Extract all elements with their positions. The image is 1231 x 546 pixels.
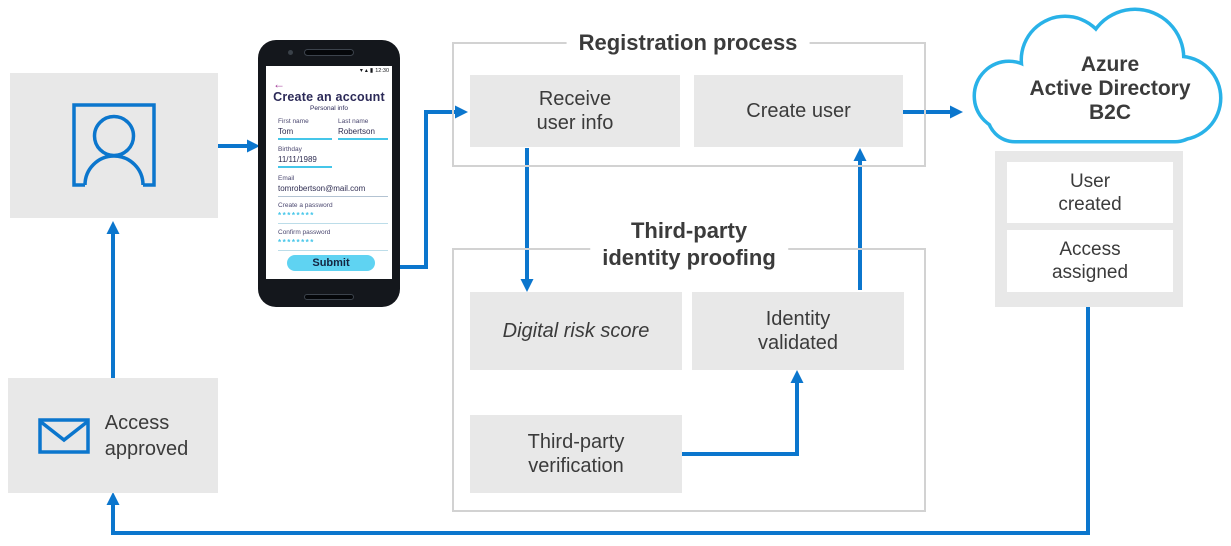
field-label: Last name (338, 118, 369, 125)
field-value: 11/11/1989 (278, 155, 317, 164)
battery-icon: ▮ (369, 68, 374, 74)
field-underline (278, 166, 332, 168)
field-value-masked: ******** (278, 211, 315, 220)
speaker-slot (304, 49, 354, 56)
user-created-box: User created (1007, 162, 1173, 223)
camera-dot-icon (288, 50, 293, 55)
person-icon (72, 102, 156, 187)
create-user-box: Create user (694, 75, 903, 147)
field-underline (278, 223, 388, 224)
status-bar: ▾▴▮12:30 (360, 67, 389, 75)
envelope-icon (38, 417, 90, 454)
access-approved-box: Access approved (8, 378, 218, 493)
signal-icon: ▴ (364, 68, 368, 74)
user-actor-box (10, 73, 218, 218)
digital-risk-score-box: Digital risk score (470, 292, 682, 370)
azure-cloud-label: Azure Active Directory B2C (1029, 53, 1191, 124)
create-password-field[interactable]: Create a password ******** (278, 202, 388, 224)
access-approved-label: Access approved (104, 411, 189, 460)
azure-cloud-icon (965, 6, 1227, 150)
field-label: Confirm password (278, 229, 331, 236)
phone-mockup: ▾▴▮12:30 ← Create an account Personal in… (258, 40, 400, 307)
arrow-submit-to-receive (375, 105, 468, 269)
last-name-field[interactable]: Last name Robertson (338, 118, 388, 140)
field-label: Email (278, 175, 295, 182)
field-value-masked: ******** (278, 238, 315, 247)
field-underline (278, 250, 388, 251)
submit-button[interactable]: Submit (287, 255, 375, 271)
back-arrow-icon[interactable]: ← (273, 77, 285, 91)
arrow-assigned-to-approved (106, 292, 1090, 535)
access-assigned-box: Access assigned (1007, 230, 1173, 292)
registration-process-title: Registration process (566, 29, 810, 56)
birthday-field[interactable]: Birthday 11/11/1989 (278, 146, 332, 168)
identity-validated-box: Identity validated (692, 292, 904, 370)
field-label: First name (278, 118, 309, 125)
account-form-subtitle: Personal info (310, 105, 348, 112)
third-party-title: Third-party identity proofing (590, 217, 788, 271)
confirm-password-field[interactable]: Confirm password ******** (278, 229, 388, 251)
account-form-title: Create an account (273, 90, 385, 104)
third-party-verification-box: Third-party verification (470, 415, 682, 493)
phone-screen: ▾▴▮12:30 ← Create an account Personal in… (266, 66, 392, 279)
field-underline (278, 196, 388, 197)
field-value: tomrobertson@mail.com (278, 184, 366, 193)
home-bar (304, 294, 354, 300)
receive-user-info-box: Receive user info (470, 75, 680, 147)
field-underline (278, 138, 332, 140)
arrow-verification-to-identity (682, 370, 804, 456)
field-value: Robertson (338, 127, 375, 136)
field-value: Tom (278, 127, 294, 136)
email-field[interactable]: Email tomrobertson@mail.com (278, 175, 388, 197)
wifi-icon: ▾ (359, 68, 363, 74)
field-underline (338, 138, 388, 140)
status-time: 12:30 (375, 68, 389, 74)
first-name-field[interactable]: First name Tom (278, 118, 332, 140)
field-label: Create a password (278, 202, 333, 209)
field-label: Birthday (278, 146, 302, 153)
